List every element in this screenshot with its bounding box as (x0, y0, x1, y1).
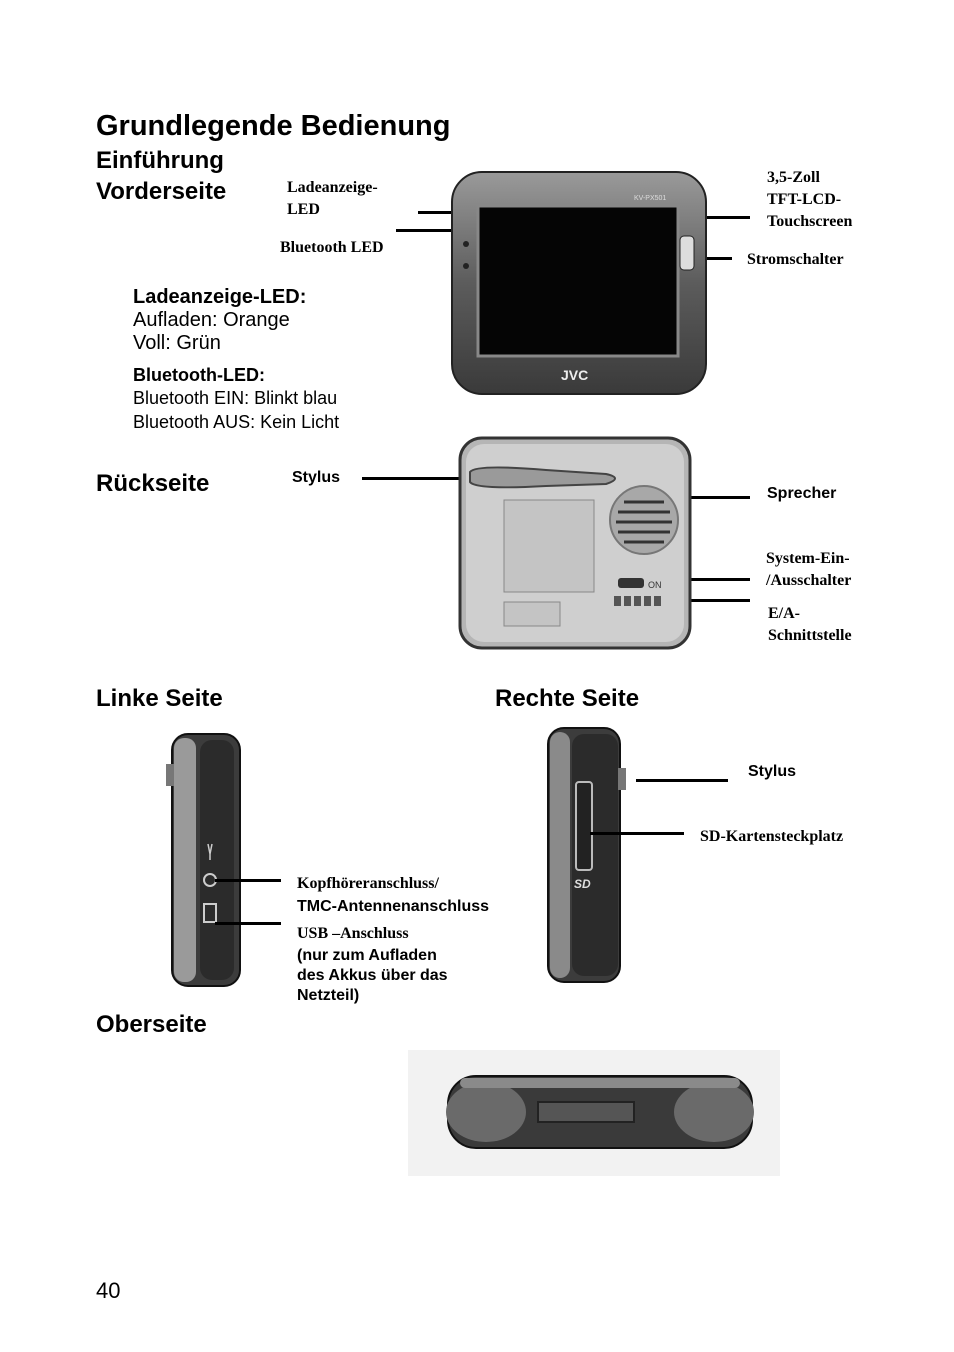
speaker-callout: Sprecher (767, 485, 837, 502)
back-stylus-leader (362, 477, 500, 480)
device-back-image: ON (458, 436, 692, 650)
charge-led-heading: Ladeanzeige-LED: (133, 286, 307, 308)
usb-leader (215, 922, 281, 925)
section-subtitle: Einführung (96, 147, 224, 174)
headphone-callout-line2: TMC-Antennenanschluss (297, 898, 490, 915)
charge-led-leader (418, 211, 456, 214)
charge-led-orange: Aufladen: Orange (133, 309, 290, 331)
usb-callout-line2: (nur zum Aufladen des Akkus über das Net… (297, 947, 448, 1004)
front-heading: Vorderseite (96, 178, 227, 205)
io-port-callout: E/A- Schnittstelle (768, 605, 852, 644)
bt-led-on: Bluetooth EIN: Blinkt blau (133, 388, 338, 408)
device-top-image (408, 1050, 780, 1176)
page-title: Grundlegende Bedienung (96, 110, 451, 142)
top-side-heading: Oberseite (96, 1011, 207, 1038)
back-heading: Rückseite (96, 470, 210, 497)
bt-led-heading: Bluetooth-LED: (133, 365, 265, 385)
sd-logo: SD (574, 877, 591, 891)
device-left-image (166, 733, 241, 987)
speaker-leader (648, 496, 750, 499)
right-stylus-callout: Stylus (748, 763, 797, 780)
page-number: 40 (96, 1278, 121, 1303)
sd-slot-leader (590, 832, 684, 835)
charge-led-green: Voll: Grün (133, 332, 221, 354)
headphone-leader (215, 879, 281, 882)
system-switch-callout: System-Ein- /Ausschalter (766, 550, 852, 589)
bluetooth-led-callout: Bluetooth LED (280, 239, 384, 256)
headphone-callout-line1: Kopfhöreranschluss/ (297, 875, 439, 892)
bluetooth-led-leader (396, 229, 458, 232)
power-switch-callout: Stromschalter (747, 251, 844, 268)
model-label: KV-PX501 (634, 195, 666, 202)
back-stylus-callout: Stylus (292, 469, 341, 486)
sd-slot-callout: SD-Kartensteckplatz (700, 828, 844, 845)
right-side-heading: Rechte Seite (495, 685, 640, 712)
left-side-heading: Linke Seite (96, 685, 223, 712)
bt-led-off: Bluetooth AUS: Kein Licht (133, 412, 340, 432)
io-port-leader (648, 599, 750, 602)
usb-callout-line1: USB –Anschluss (297, 925, 409, 942)
device-front-image: KV-PX501 JVC (451, 171, 707, 395)
right-stylus-leader (636, 779, 728, 782)
charge-led-callout: Ladeanzeige- LED (287, 179, 378, 218)
touchscreen-callout: 3,5-Zoll TFT-LCD- Touchscreen (767, 169, 853, 230)
brand-logo: JVC (561, 367, 588, 383)
switch-on-label: ON (648, 580, 662, 590)
device-right-image: SD (547, 727, 626, 983)
